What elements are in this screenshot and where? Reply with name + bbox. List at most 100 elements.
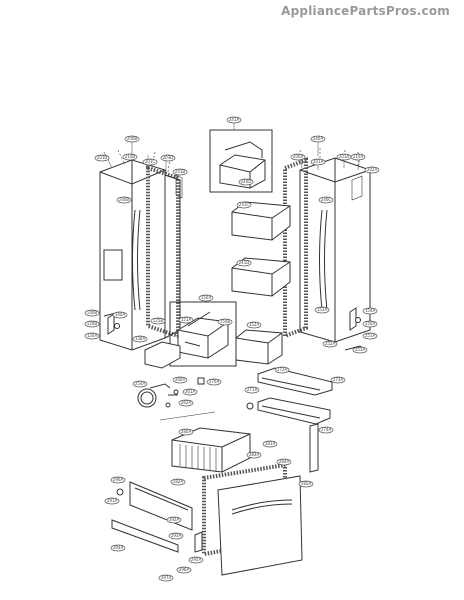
callout-label: 281A xyxy=(265,441,276,446)
callout-label: 152A xyxy=(249,322,260,327)
callout-label: 290A xyxy=(113,477,124,482)
callout-label: 282A xyxy=(173,479,184,484)
callout-label: 125B xyxy=(153,318,164,323)
callout-label: 261A xyxy=(185,389,196,394)
ice-shelf-inset xyxy=(144,301,237,369)
callout-29: 153A xyxy=(314,306,330,314)
callout-7: 240A xyxy=(310,135,326,143)
watermark-logo: AppliancePartsPros.com xyxy=(281,4,450,18)
callout-17: 240C xyxy=(318,196,334,204)
callout-label: 241B xyxy=(175,169,186,174)
callout-label: 260A xyxy=(175,377,186,382)
callout-55: 295A xyxy=(188,556,204,564)
callout-4: 201C xyxy=(142,158,158,166)
callout-32: 251A xyxy=(362,332,378,340)
callout-57: 297A xyxy=(158,574,174,582)
callout-label: 201B xyxy=(97,155,108,160)
callout-label: 203D xyxy=(163,155,174,160)
callout-label: 297A xyxy=(161,575,172,580)
callout-56: 296A xyxy=(176,566,192,574)
door-bin-lower xyxy=(235,329,283,365)
freezer-rail-assembly xyxy=(257,367,333,473)
callout-label: 285A xyxy=(301,481,312,486)
callout-50: 290A xyxy=(110,476,126,484)
part-callouts: 200B 201B 210B 201C 203D 241A 240A 200A … xyxy=(84,116,380,582)
callout-19: 140A xyxy=(112,311,128,319)
callout-label: 291A xyxy=(107,498,118,503)
callout-1: 200B xyxy=(124,135,140,143)
left-hinge-parts xyxy=(103,311,121,335)
callout-label: 241C xyxy=(239,202,250,207)
callout-49: 285A xyxy=(298,480,314,488)
callout-47: 283A xyxy=(246,451,262,459)
callout-9: 201A xyxy=(310,158,326,166)
callout-label: 153A xyxy=(317,307,328,312)
callout-label: 201C xyxy=(145,159,156,164)
callout-28: 152A xyxy=(246,321,262,329)
door-bin-middle xyxy=(231,257,291,297)
callout-23: 125B xyxy=(150,317,166,325)
callout-31: 250A xyxy=(362,320,378,328)
callout-label: 210B xyxy=(125,154,136,159)
callout-label: 241A xyxy=(229,117,240,122)
callout-label: 250A xyxy=(365,321,376,326)
callout-label: 274A xyxy=(321,427,332,432)
callout-21: 120B xyxy=(84,320,100,328)
callout-45: 281A xyxy=(262,440,278,448)
callout-39: 270A xyxy=(206,378,222,386)
callout-label: 284A xyxy=(279,459,290,464)
callout-44: 280A xyxy=(178,428,194,436)
callout-53: 293A xyxy=(168,532,184,540)
callout-label: 150B xyxy=(220,319,231,324)
callout-36: 260A xyxy=(172,376,188,384)
left-door-assembly xyxy=(99,149,183,351)
callout-label: 280A xyxy=(181,429,192,434)
callout-label: 200B xyxy=(127,136,138,141)
callout-6: 241A xyxy=(226,116,242,124)
callout-label: 240C xyxy=(321,197,332,202)
callout-10: 203A xyxy=(336,153,352,161)
callout-label: 296A xyxy=(179,567,190,572)
callout-2: 201B xyxy=(94,154,110,162)
door-bin-upper xyxy=(231,201,291,241)
callout-label: 251A xyxy=(365,333,376,338)
callout-13: 241B xyxy=(172,168,188,176)
callout-label: 154A xyxy=(365,308,376,313)
callout-34: 253A xyxy=(352,346,368,354)
callout-46: 282A xyxy=(170,478,186,486)
callout-label: 201A xyxy=(313,159,324,164)
callout-label: 283A xyxy=(249,452,260,457)
callout-8: 200A xyxy=(290,153,306,161)
callout-51: 291A xyxy=(104,497,120,505)
callout-41: 272A xyxy=(274,366,290,374)
callout-label: 240B xyxy=(119,197,130,202)
right-door-assembly xyxy=(283,148,371,343)
callout-37: 261A xyxy=(182,388,198,396)
callout-label: 272A xyxy=(277,367,288,372)
callout-label: 203A xyxy=(339,154,350,159)
callout-24: 130A xyxy=(132,335,148,343)
callout-3: 210B xyxy=(122,153,138,161)
small-hardware xyxy=(137,377,254,410)
callout-label: 150A xyxy=(201,295,212,300)
callout-label: 140A xyxy=(115,312,126,317)
callout-33: 252A xyxy=(322,340,338,348)
callout-label: 200A xyxy=(293,154,304,159)
callout-label: 252A xyxy=(325,341,336,346)
callout-label: 210A xyxy=(353,154,364,159)
drawer-slide-rails xyxy=(111,481,203,553)
freezer-drawer-door xyxy=(202,462,303,576)
callout-18: 240D xyxy=(238,178,254,186)
callout-54: 294A xyxy=(110,544,126,552)
callout-14: 240B xyxy=(116,196,132,204)
callout-label: 240A xyxy=(313,136,324,141)
callout-38: 262A xyxy=(178,399,194,407)
callout-26: 150B xyxy=(217,318,233,326)
callout-label: 253A xyxy=(355,347,366,352)
callout-40: 271A xyxy=(244,386,260,394)
callout-52: 292A xyxy=(166,516,182,524)
callout-22: 120A xyxy=(84,332,100,340)
callout-15: 241C xyxy=(236,201,252,209)
callout-35: 254A xyxy=(132,380,148,388)
